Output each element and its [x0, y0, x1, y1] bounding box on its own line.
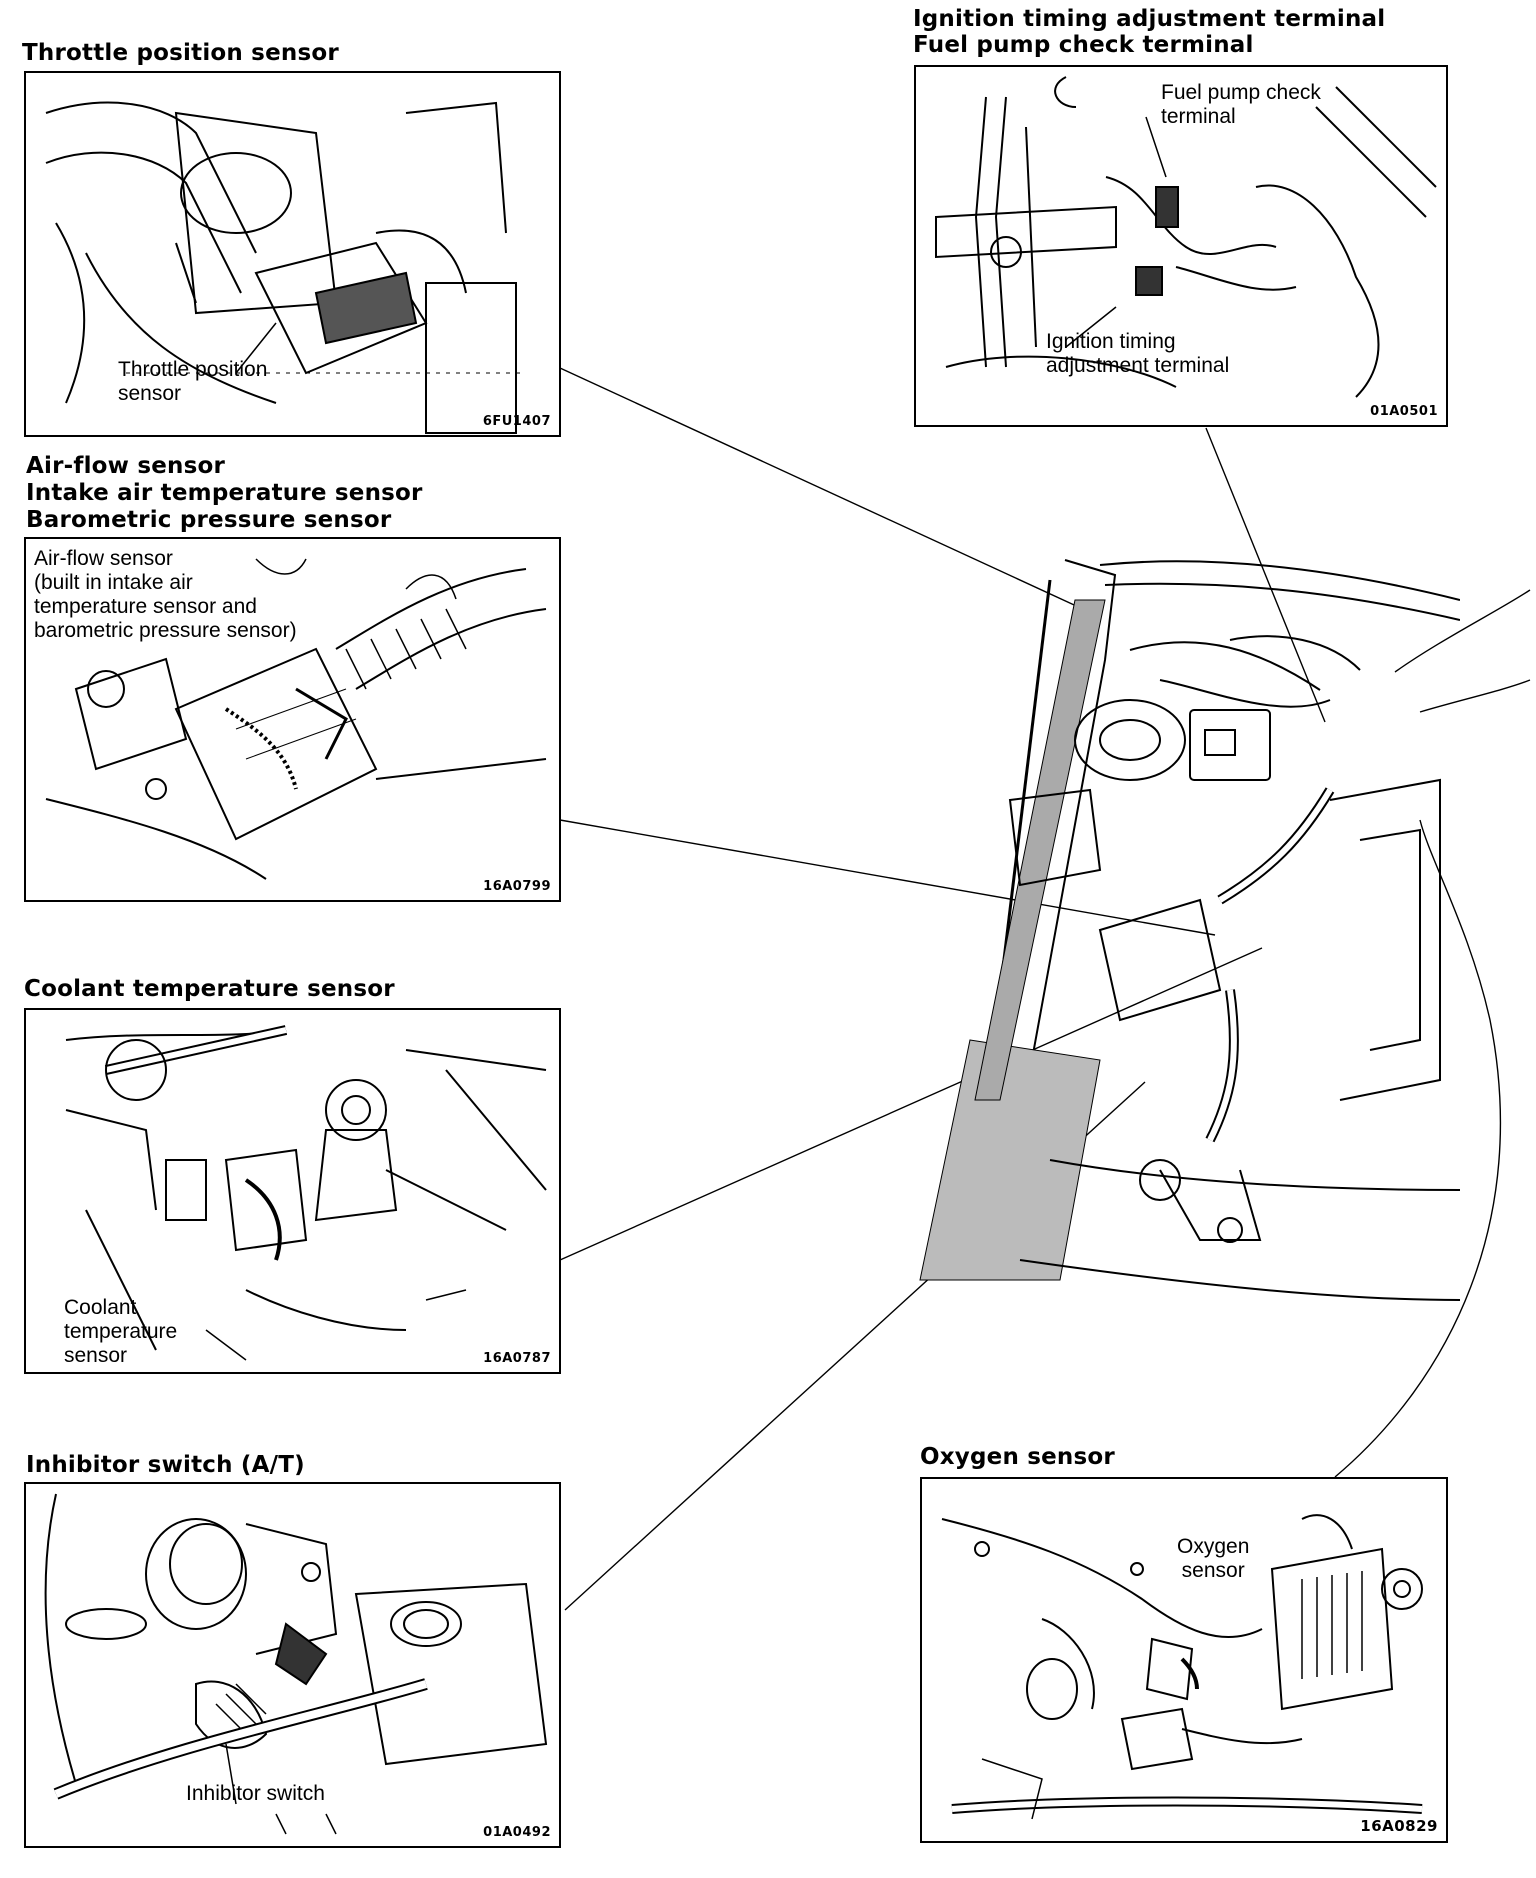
callout-oxygen-sensor: Oxygen sensor	[1177, 1535, 1250, 1582]
figure-code-inhibitor: 01A0492	[483, 1825, 551, 1840]
callout-air-flow-sensor: Air-flow sensor (built in intake air tem…	[34, 547, 297, 642]
throttle-body-illustration	[45, 101, 526, 434]
callout-coolant-temperature-sensor: Coolant temperature sensor	[64, 1296, 178, 1367]
coolant-sensor-illustration	[65, 1025, 547, 1361]
figure-code-ignition: 01A0501	[1370, 404, 1438, 419]
callout-throttle-position-sensor: Throttle position sensor	[118, 358, 268, 405]
figure-code-air-flow: 16A0799	[483, 879, 551, 894]
figure-code-coolant: 16A0787	[483, 1351, 551, 1366]
engine-bay-illustration	[919, 559, 1460, 1301]
callout-fuel-pump-check-terminal: Fuel pump check terminal	[1161, 81, 1321, 128]
inhibitor-switch-illustration	[44, 1493, 548, 1835]
heading-oxygen-sensor: Oxygen sensor	[920, 1444, 1115, 1470]
figure-code-throttle: 6FU1407	[482, 414, 551, 429]
panel-throttle-position-sensor: Throttle position sensor 6FU1407	[24, 71, 561, 437]
figure-code-oxygen: 16A0829	[1360, 1817, 1438, 1835]
panel-air-flow-sensor: Air-flow sensor (built in intake air tem…	[24, 537, 561, 902]
heading-air-flow-sensor: Air-flow sensor Intake air temperature s…	[26, 453, 423, 533]
panel-coolant-temperature-sensor: Coolant temperature sensor 16A0787	[24, 1008, 561, 1374]
heading-coolant-temperature-sensor: Coolant temperature sensor	[24, 976, 395, 1002]
oxygen-sensor-illustration	[941, 1514, 1423, 1820]
panel-ignition-fuel-pump: Fuel pump check terminal Ignition timing…	[914, 65, 1448, 427]
panel-oxygen-sensor: Oxygen sensor 16A0829	[920, 1477, 1448, 1843]
ignition-terminal-illustration	[935, 76, 1437, 398]
air-flow-sensor-illustration	[45, 558, 547, 880]
callout-inhibitor-switch: Inhibitor switch	[186, 1782, 325, 1805]
heading-inhibitor-switch: Inhibitor switch (A/T)	[26, 1452, 305, 1478]
heading-ignition-fuel-pump: Ignition timing adjustment terminal Fuel…	[913, 6, 1386, 58]
heading-throttle-position-sensor: Throttle position sensor	[22, 40, 339, 66]
panel-inhibitor-switch: Inhibitor switch 01A0492	[24, 1482, 561, 1848]
callout-ignition-timing-adjustment-terminal: Ignition timing adjustment terminal	[1046, 330, 1230, 377]
